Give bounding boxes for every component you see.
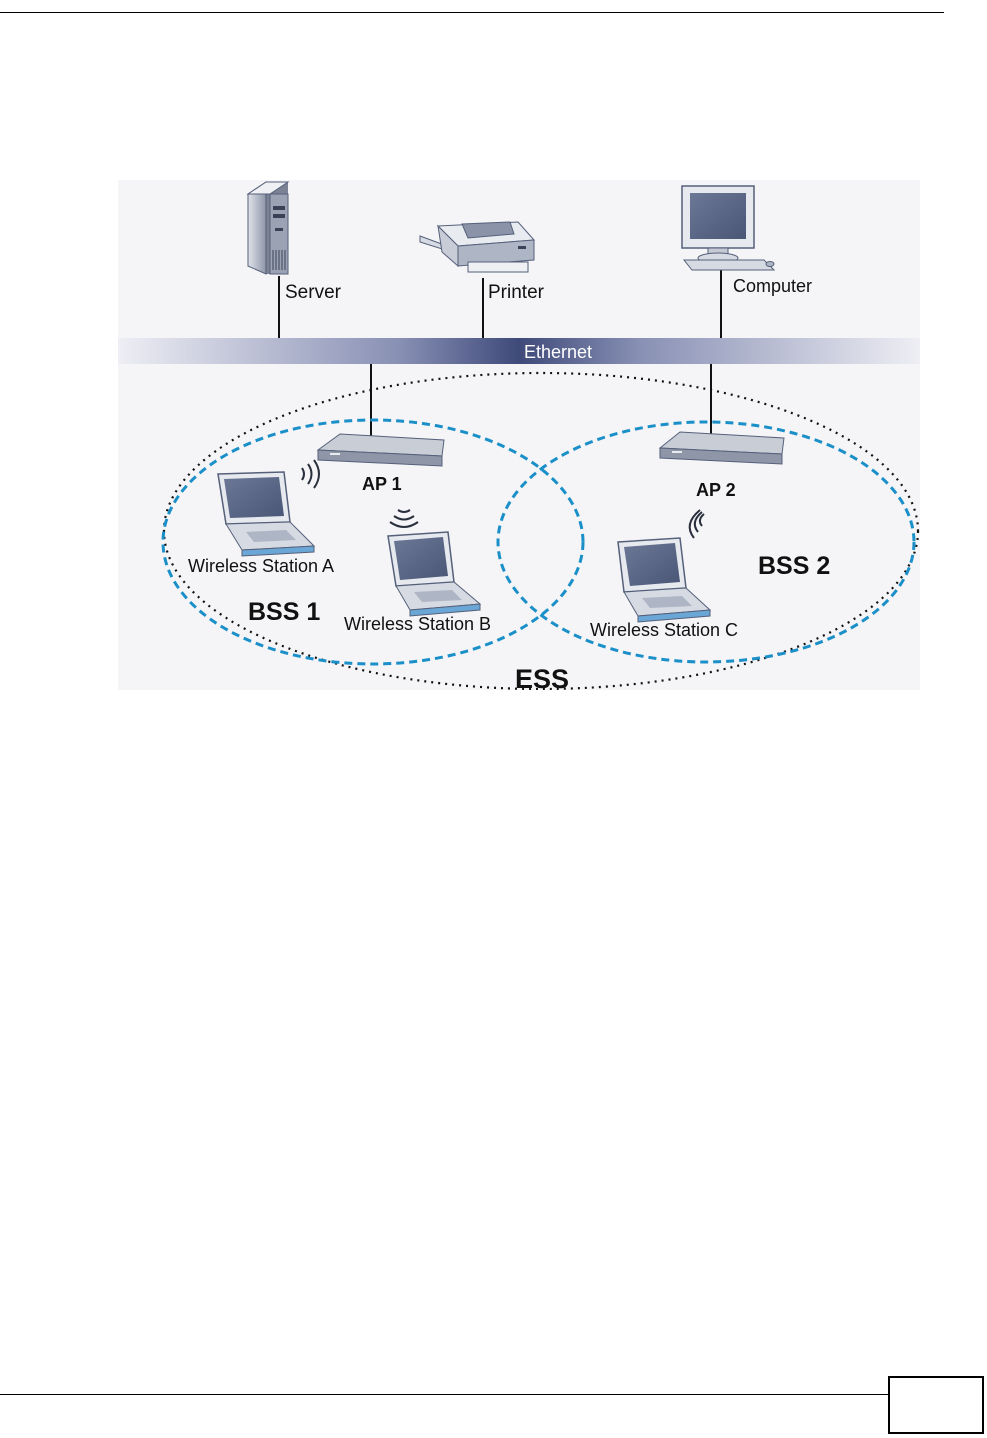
- server-icon: [246, 181, 290, 275]
- server-label: Server: [285, 282, 342, 303]
- ess-label: ESS: [515, 664, 569, 690]
- station-b-label: Wireless Station B: [344, 614, 491, 634]
- laptop-icon: [617, 537, 712, 623]
- page-number-box: [888, 1376, 984, 1434]
- ethernet-label: Ethernet: [524, 342, 592, 362]
- computer-icon: [681, 185, 776, 271]
- bss1-label: BSS 1: [248, 598, 320, 626]
- ap1-icon: [316, 433, 445, 467]
- ess-boundary: [163, 371, 919, 690]
- printer-icon: [419, 221, 536, 273]
- station-c-label: Wireless Station C: [590, 620, 738, 640]
- laptop-icon: [217, 471, 316, 557]
- header-rule: [0, 12, 944, 13]
- signal-icon: [688, 509, 705, 539]
- station-a-label: Wireless Station A: [188, 556, 334, 576]
- ap2-label: AP 2: [696, 480, 736, 500]
- laptop-icon: [387, 531, 482, 617]
- computer-label: Computer: [733, 276, 812, 296]
- printer-label: Printer: [488, 282, 545, 303]
- signal-icon: [389, 509, 419, 528]
- bss2-boundary: [496, 420, 916, 664]
- ap1-label: AP 1: [362, 474, 402, 494]
- ess-network-diagram: Ethernet Server Printer Comput: [118, 180, 920, 690]
- footer-rule: [0, 1394, 888, 1395]
- signal-icon: [301, 459, 320, 489]
- ethernet-backbone: Ethernet: [118, 338, 920, 364]
- ap2-icon: [658, 431, 785, 465]
- bss2-label: BSS 2: [758, 552, 830, 580]
- bss1-boundary: [161, 418, 585, 666]
- connection-lines: [278, 268, 722, 442]
